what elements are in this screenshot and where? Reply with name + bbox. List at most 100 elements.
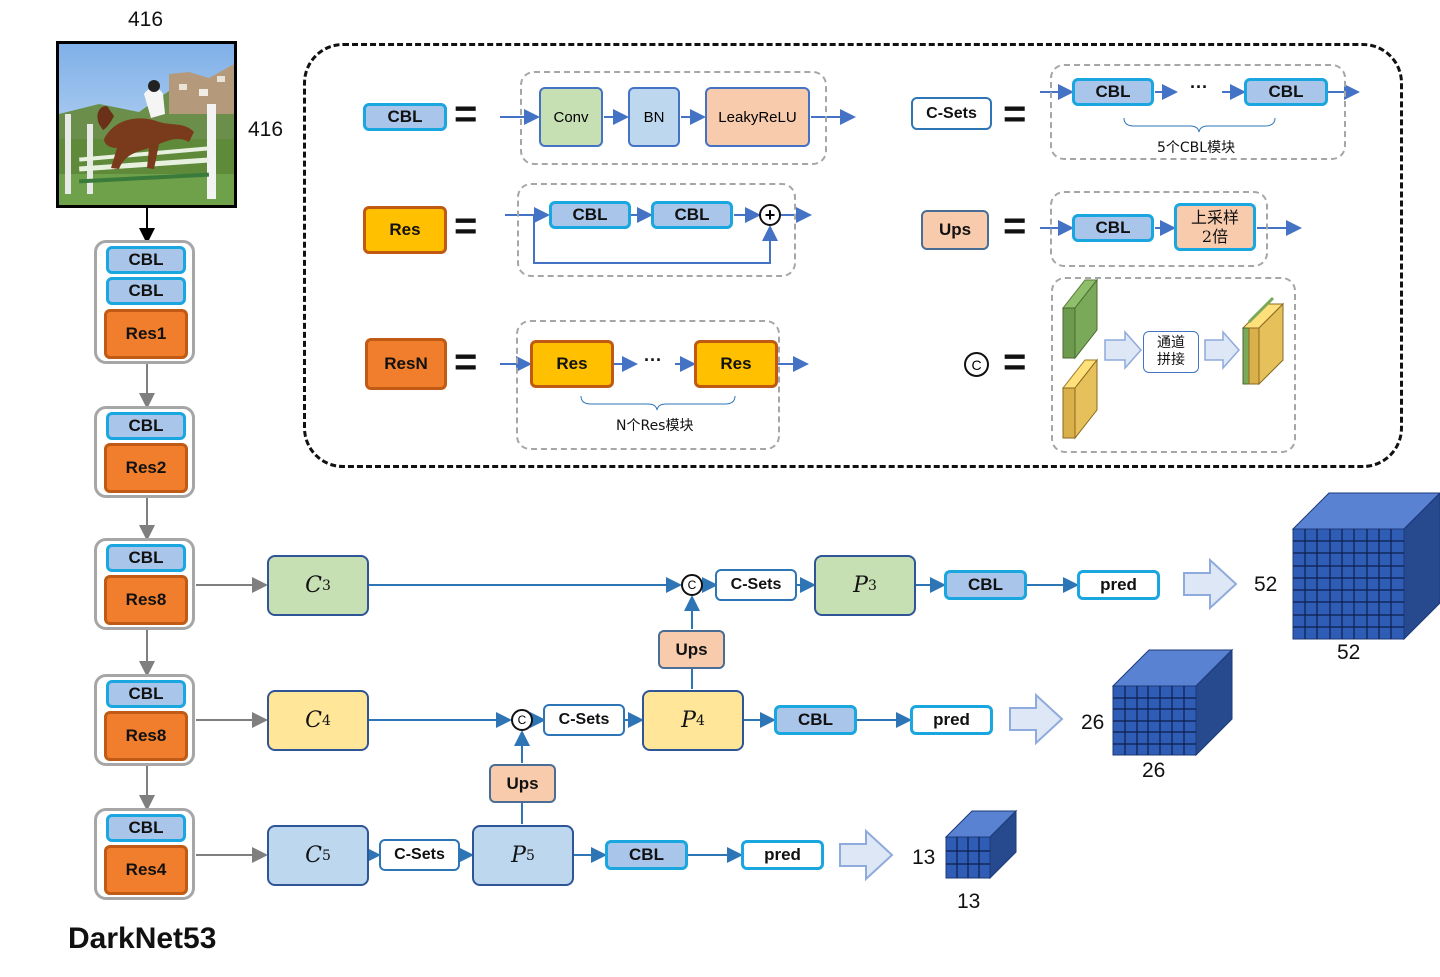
input-height-label: 416 <box>248 118 284 141</box>
pred-row5: pred <box>741 840 824 870</box>
legend-resn-ellipsis: ··· <box>644 350 662 370</box>
legend-cbl-group <box>520 71 827 165</box>
legend-concat-group <box>1051 277 1296 453</box>
legend-csets-cbl-1: CBL <box>1072 78 1154 106</box>
legend-csets-group <box>1050 64 1346 160</box>
legend-csets-note: 5个CBL模块 <box>1157 140 1236 156</box>
legend-resn-res-1: Res <box>530 340 614 388</box>
backbone-cbl-5: CBL <box>106 814 186 842</box>
cbl-row3: CBL <box>944 570 1027 600</box>
legend-add-icon: + <box>759 204 781 226</box>
csets-row3: C-Sets <box>715 569 797 601</box>
output-13-bottom: 13 <box>957 890 981 913</box>
backbone-cbl-1b: CBL <box>106 277 186 305</box>
backbone-res8-b: Res8 <box>104 711 188 761</box>
backbone-res1: Res1 <box>104 309 188 359</box>
legend-resn: ResN <box>365 338 447 390</box>
backbone-res8-a: Res8 <box>104 575 188 625</box>
legend-upsample-factor: 2倍 <box>1201 227 1229 246</box>
feature-p3-sub: 3 <box>867 577 877 594</box>
legend-ups: Ups <box>921 210 989 250</box>
legend-csets-eq: = <box>1003 92 1027 136</box>
backbone-title: DarkNet53 <box>68 922 217 955</box>
pred-row4: pred <box>910 705 993 735</box>
cbl-row4: CBL <box>774 705 857 735</box>
backbone-cbl-4: CBL <box>106 680 186 708</box>
output-52-bottom: 52 <box>1337 641 1361 664</box>
legend-res: Res <box>363 206 447 254</box>
backbone-res4: Res4 <box>104 845 188 895</box>
feature-p4-letter: P <box>681 708 696 733</box>
legend-resn-res-2: Res <box>694 340 778 388</box>
output-13-side: 13 <box>912 846 936 869</box>
concat-icon-row3: C <box>681 574 703 596</box>
ups-row4: Ups <box>489 764 556 803</box>
legend-conv: Conv <box>539 87 603 147</box>
output-26-bottom: 26 <box>1142 759 1166 782</box>
concat-icon-row4: C <box>511 709 533 731</box>
legend-resn-eq: = <box>454 340 478 384</box>
legend-res-eq: = <box>454 204 478 248</box>
output-arrow-13 <box>839 828 894 882</box>
ups-row3: Ups <box>658 630 725 669</box>
legend-bn: BN <box>628 87 680 147</box>
legend-csets-ellipsis: ··· <box>1190 77 1208 97</box>
feature-p4-sub: 4 <box>695 712 705 729</box>
output-26-side: 26 <box>1081 711 1105 734</box>
feature-p3-letter: P <box>853 573 868 598</box>
csets-row4: C-Sets <box>543 704 625 736</box>
output-cube-26 <box>1111 648 1234 757</box>
feature-c5-sub: 5 <box>321 847 331 864</box>
legend-concat-diagram <box>1061 278 1285 440</box>
legend-res-group <box>517 183 796 277</box>
input-image <box>56 41 237 208</box>
feature-c4-sub: 4 <box>321 712 331 729</box>
backbone-cbl-2: CBL <box>106 412 186 440</box>
legend-resn-group <box>516 320 780 450</box>
legend-concat-label: 通道 拼接 <box>1143 331 1199 373</box>
legend-res-cbl-1: CBL <box>549 201 631 229</box>
backbone-cbl-3: CBL <box>106 544 186 572</box>
feature-c5-letter: C <box>305 843 322 868</box>
output-cube-52 <box>1291 492 1440 641</box>
output-cube-13 <box>944 809 1018 880</box>
feature-c3-letter: C <box>305 573 322 598</box>
backbone-res2: Res2 <box>104 443 188 493</box>
feature-p5-letter: P <box>511 843 526 868</box>
legend-cbl-eq: = <box>454 92 478 136</box>
pred-row3: pred <box>1077 570 1160 600</box>
csets-row5: C-Sets <box>379 839 460 871</box>
legend-resn-note: N个Res模块 <box>616 418 694 434</box>
backbone-cbl-1a: CBL <box>106 246 186 274</box>
legend-upsample-block: 上采样 2倍 <box>1174 203 1256 251</box>
legend-concat-label-bottom: 拼接 <box>1157 352 1185 368</box>
legend-ups-eq: = <box>1003 204 1027 248</box>
output-52-side: 52 <box>1254 573 1278 596</box>
cbl-row5: CBL <box>605 840 688 870</box>
legend-upsample-label: 上采样 <box>1190 208 1239 227</box>
feature-c4-letter: C <box>305 708 322 733</box>
legend-concat-icon: C <box>964 352 989 377</box>
legend-csets: C-Sets <box>911 97 992 130</box>
input-width-label: 416 <box>128 8 164 31</box>
output-arrow-52 <box>1183 557 1238 611</box>
input-connector <box>146 208 148 232</box>
legend-concat-label-top: 通道 <box>1157 335 1185 351</box>
output-arrow-26 <box>1009 692 1064 746</box>
legend-res-cbl-2: CBL <box>651 201 733 229</box>
feature-p5-sub: 5 <box>525 847 535 864</box>
legend-ups-group <box>1050 191 1268 267</box>
legend-box <box>303 43 1403 468</box>
feature-c3-sub: 3 <box>321 577 331 594</box>
legend-csets-cbl-2: CBL <box>1244 78 1328 106</box>
legend-leakyrelu: LeakyReLU <box>705 87 810 147</box>
legend-concat-eq: = <box>1003 340 1027 384</box>
